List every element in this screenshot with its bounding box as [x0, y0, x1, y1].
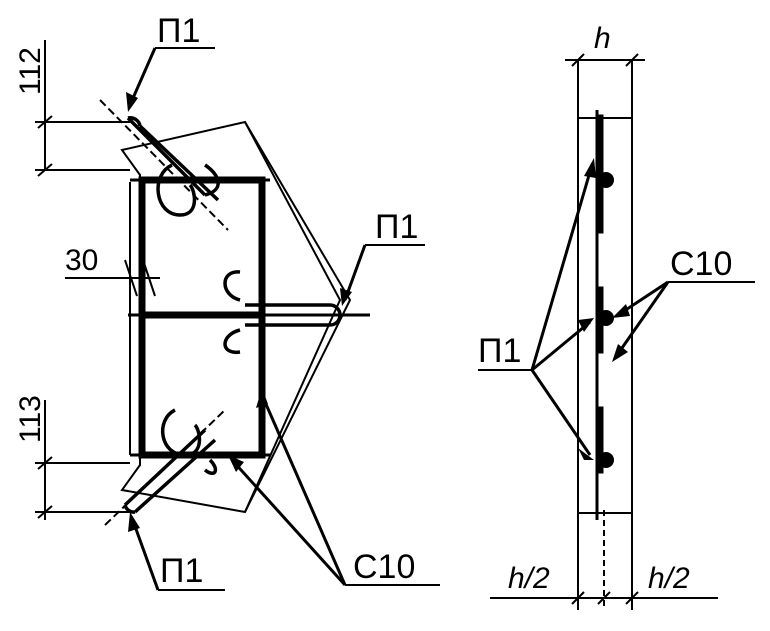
- label-p1-bottom-text: П1: [160, 552, 203, 590]
- dim-112-text: 112: [14, 47, 47, 95]
- dim-half-left-text: h/2: [508, 562, 550, 595]
- plan-outline-inner: [129, 121, 342, 513]
- label-p1-top: П1: [126, 12, 215, 112]
- dim-30: 30: [65, 244, 160, 297]
- dim-half: h/2 h/2: [490, 562, 718, 605]
- label-c10-side: С10: [612, 245, 755, 362]
- label-c10: С10: [228, 388, 440, 587]
- label-p1-top-text: П1: [157, 12, 200, 50]
- label-p1-right: П1: [340, 208, 425, 306]
- dim-half-right-text: h/2: [648, 562, 690, 595]
- label-p1-side-text: П1: [478, 332, 521, 370]
- plan-view: 112 113 30 П1: [14, 12, 440, 591]
- section-view: h h/2 h/2 П1 С10: [478, 22, 755, 610]
- dim-113: 113: [14, 395, 130, 520]
- dim-h-text: h: [594, 22, 611, 55]
- label-p1-side: П1: [478, 158, 596, 460]
- label-p1-bottom: П1: [128, 512, 225, 591]
- dim-113-text: 113: [14, 395, 47, 443]
- section-reinforcement: [595, 110, 614, 520]
- mesh-c10: [128, 176, 370, 459]
- loop-p1-top: [99, 99, 229, 231]
- label-c10-text: С10: [353, 548, 415, 586]
- dim-h: h: [565, 22, 645, 67]
- loop-p1-bottom: [104, 408, 226, 526]
- label-c10-side-text: С10: [670, 245, 732, 283]
- label-p1-right-text: П1: [375, 208, 418, 246]
- loop-p1-right: [223, 270, 342, 354]
- dim-112: 112: [14, 40, 130, 177]
- dim-30-text: 30: [65, 244, 98, 277]
